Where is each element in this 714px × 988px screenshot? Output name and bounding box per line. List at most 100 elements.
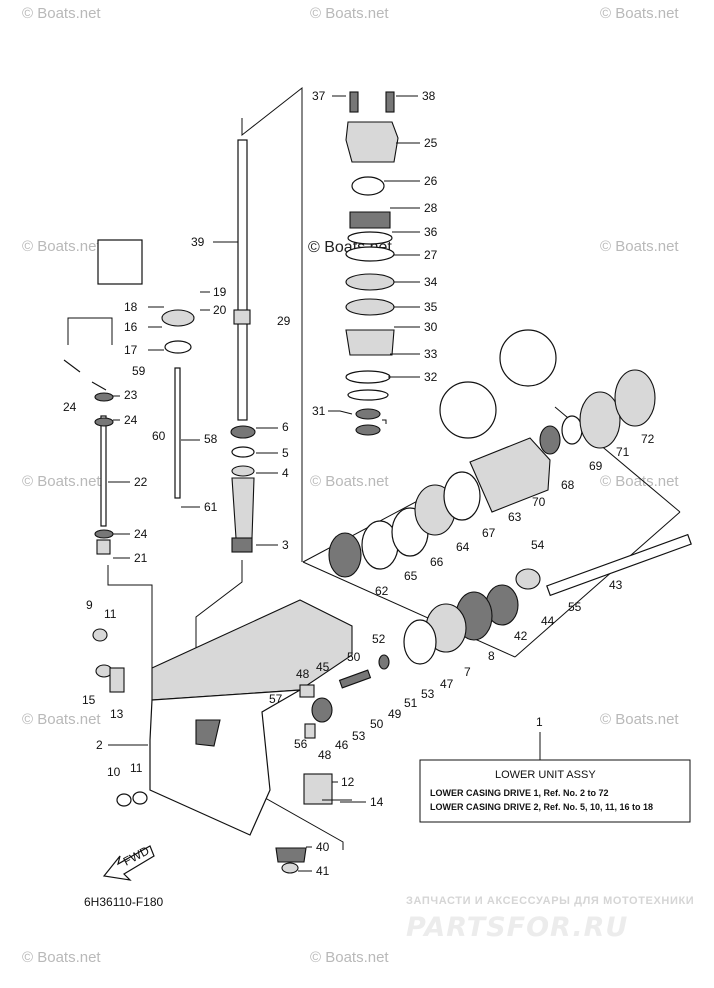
- callout-56: 56: [294, 737, 308, 751]
- callout-3: 3: [282, 538, 289, 552]
- callout-24: 24: [63, 400, 77, 414]
- callout-34: 34: [424, 275, 438, 289]
- water-pump-assembly: [345, 91, 399, 436]
- callout-69: 69: [589, 459, 603, 473]
- callout-numbers: 37 38 25 26 28 36 27 34 35 30 33 32 31 3…: [63, 89, 655, 878]
- callout-6: 6: [282, 420, 289, 434]
- gear-train: [275, 356, 692, 874]
- brand-tagline: ЗАПЧАСТИ И АКСЕССУАРЫ ДЛЯ МОТОТЕХНИКИ: [406, 895, 694, 907]
- watermark: © Boats.net: [310, 949, 389, 966]
- callout-41: 41: [316, 864, 330, 878]
- callout-13: 13: [110, 707, 124, 721]
- callout-50: 50: [347, 650, 361, 664]
- callout-37: 37: [312, 89, 326, 103]
- callout-21: 21: [134, 551, 148, 565]
- callout-63: 63: [508, 510, 522, 524]
- callout-35: 35: [424, 300, 438, 314]
- callout-25: 25: [424, 136, 438, 150]
- callout-9: 9: [86, 598, 93, 612]
- callout-32: 32: [424, 370, 438, 384]
- leader-lines: [108, 95, 420, 872]
- callout-4: 4: [282, 466, 289, 480]
- callout-61: 61: [204, 500, 218, 514]
- watermark: © Boats.net: [310, 5, 389, 22]
- callout-11: 11: [130, 761, 143, 775]
- callout-51: 51: [404, 696, 418, 710]
- assembly-legend: 1 LOWER UNIT ASSY LOWER CASING DRIVE 1, …: [419, 715, 691, 823]
- watermark: © Boats.net: [22, 949, 101, 966]
- callout-23: 23: [124, 388, 138, 402]
- callout-60: 60: [152, 429, 166, 443]
- fwd-arrow: FWD: [102, 843, 155, 881]
- callout-14: 14: [370, 795, 384, 809]
- small-parts: [63, 239, 557, 807]
- callout-68: 68: [561, 478, 575, 492]
- legend-line-2: LOWER CASING DRIVE 2, Ref. No. 5, 10, 11…: [430, 802, 653, 812]
- callout-18: 18: [124, 300, 138, 314]
- callout-45: 45: [316, 660, 330, 674]
- callout-28: 28: [424, 201, 438, 215]
- legend-line-1: LOWER CASING DRIVE 1, Ref. No. 2 to 72: [430, 788, 609, 798]
- callout-31: 31: [312, 404, 326, 418]
- callout-24: 24: [134, 527, 148, 541]
- watermark: © Boats.net: [600, 238, 679, 255]
- callout-49: 49: [388, 707, 402, 721]
- callout-70: 70: [532, 495, 546, 509]
- callout-27: 27: [424, 248, 438, 262]
- drive-shaft: [230, 139, 256, 553]
- watermark: © Boats.net: [22, 473, 101, 490]
- watermark: © Boats.net: [600, 5, 679, 22]
- callout-26: 26: [424, 174, 438, 188]
- callout-43: 43: [609, 578, 623, 592]
- callout-38: 38: [422, 89, 436, 103]
- callout-19: 19: [213, 285, 227, 299]
- callout-42: 42: [514, 629, 528, 643]
- callout-24: 24: [124, 413, 138, 427]
- legend-title: LOWER UNIT ASSY: [495, 769, 596, 781]
- callout-57: 57: [269, 692, 283, 706]
- watermarks: © Boats.net © Boats.net © Boats.net © Bo…: [22, 5, 679, 966]
- callout-8: 8: [488, 649, 495, 663]
- callout-16: 16: [124, 320, 138, 334]
- watermark: © Boats.net: [600, 473, 679, 490]
- callout-72: 72: [641, 432, 655, 446]
- callout-33: 33: [424, 347, 438, 361]
- callout-64: 64: [456, 540, 470, 554]
- callout-12: 12: [341, 775, 355, 789]
- callout-47: 47: [440, 677, 454, 691]
- callout-17: 17: [124, 343, 138, 357]
- callout-36: 36: [424, 225, 438, 239]
- callout-10: 10: [107, 765, 121, 779]
- brand-logo: PARTSFOR.RU: [406, 912, 628, 943]
- diagram-code: 6H36110-F180: [84, 895, 163, 909]
- callout-54: 54: [531, 538, 545, 552]
- callout-65: 65: [404, 569, 418, 583]
- callout-2: 2: [96, 738, 103, 752]
- watermark: © Boats.net: [600, 711, 679, 728]
- callout-48: 48: [296, 667, 310, 681]
- watermark: © Boats.net: [22, 5, 101, 22]
- callout-15: 15: [82, 693, 96, 707]
- callout-22: 22: [134, 475, 148, 489]
- callout-71: 71: [616, 445, 630, 459]
- callout-53: 53: [352, 729, 366, 743]
- callout-39: 39: [191, 235, 205, 249]
- callout-20: 20: [213, 303, 227, 317]
- callout-59: 59: [132, 364, 146, 378]
- callout-5: 5: [282, 446, 289, 460]
- watermark: © Boats.net: [310, 473, 389, 490]
- shift-rod-parts: [94, 309, 195, 555]
- callout-67: 67: [482, 526, 496, 540]
- brand-watermark: ЗАПЧАСТИ И АКСЕССУАРЫ ДЛЯ МОТОТЕХНИКИ PA…: [406, 895, 694, 943]
- callout-48: 48: [318, 748, 332, 762]
- callout-50: 50: [370, 717, 384, 731]
- watermark: © Boats.net: [22, 711, 101, 728]
- callout-53: 53: [421, 687, 435, 701]
- callout-62: 62: [375, 584, 389, 598]
- callout-52: 52: [372, 632, 386, 646]
- callout-55: 55: [568, 600, 582, 614]
- callout-46: 46: [335, 738, 349, 752]
- callout-58: 58: [204, 432, 218, 446]
- callout-29: 29: [277, 314, 291, 328]
